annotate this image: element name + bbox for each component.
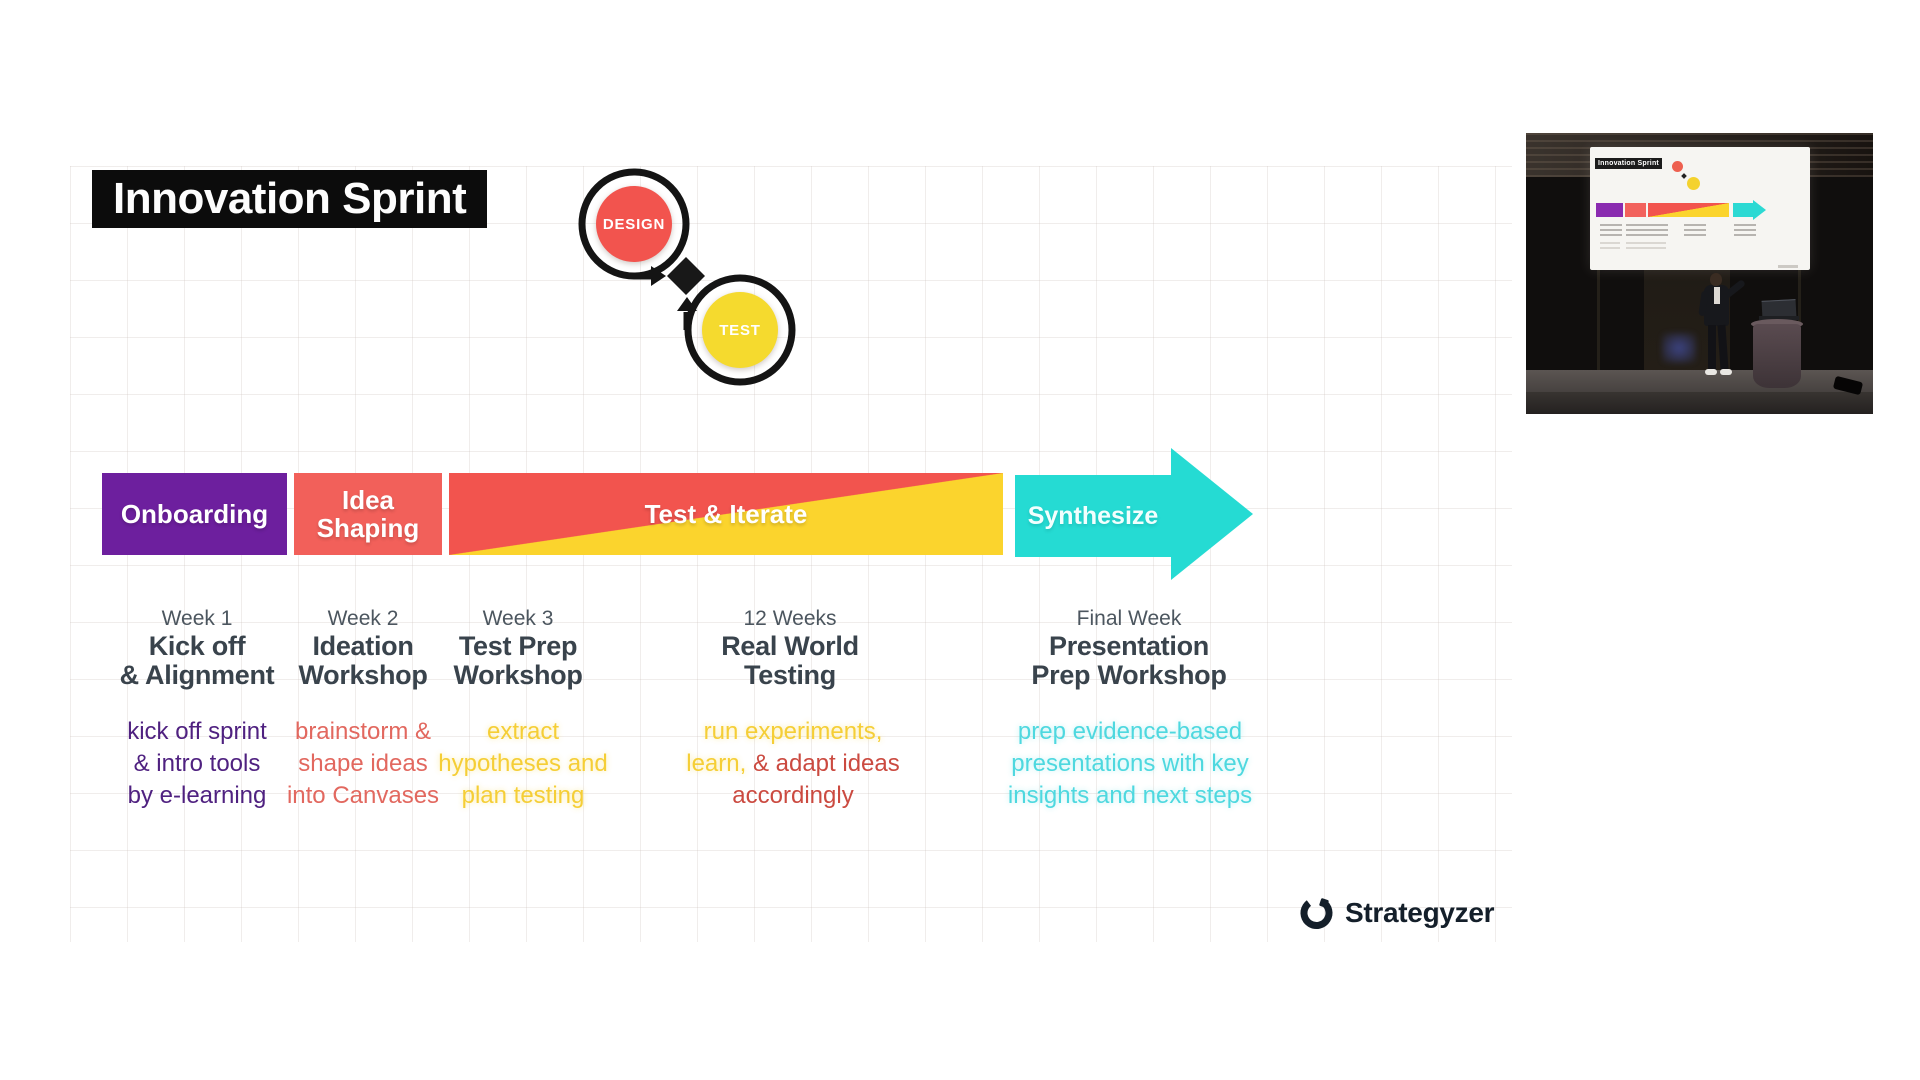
page-title: Innovation Sprint [92, 170, 488, 228]
screen-stand-left [1597, 270, 1600, 371]
desc-line-part: learn, [686, 750, 747, 777]
mini-design-circle [1672, 161, 1683, 172]
phase-desc-idea-shaping: brainstorm & shape ideas into Canvases [193, 716, 533, 812]
idea-shaping-line2: Shaping [316, 513, 420, 543]
speaker-video-inset[interactable]: Innovation Sprint [1526, 133, 1873, 414]
podium [1753, 324, 1801, 388]
mini-test-circle [1687, 177, 1700, 190]
phase-name-line1: Test Prep [458, 631, 578, 661]
desc-line: prep evidence-based [1017, 718, 1243, 745]
strategyzer-logo: Strategyzer [1298, 894, 1495, 931]
phase-name-line2: Workshop [298, 660, 428, 690]
speaker-shirt [1714, 287, 1720, 304]
mini-text-block [1600, 242, 1620, 250]
desc-line: kick off sprint [127, 718, 267, 745]
synthesize-arrow-body: Synthesize [1015, 475, 1171, 557]
mini-synthesize-arrowhead [1753, 200, 1766, 220]
desc-line: plan testing [461, 782, 585, 809]
desc-line-part: & adapt ideas [746, 750, 900, 777]
desc-line: by e-learning [127, 782, 267, 809]
speaker-shoe [1720, 369, 1732, 375]
test-iterate-label: Test & Iterate [644, 499, 808, 529]
loop-diamond [667, 257, 705, 295]
mini-text-block [1626, 224, 1648, 237]
strategyzer-logo-icon [1300, 897, 1333, 929]
desc-line: & intro tools [133, 750, 261, 777]
speaker-shoe [1705, 369, 1717, 375]
mini-timeline-test-iterate [1648, 203, 1729, 217]
mini-text-block [1646, 242, 1666, 250]
synthesize-arrowhead [1171, 448, 1253, 580]
speaker-head [1710, 273, 1722, 286]
idea-shaping-label: Idea Shaping [317, 486, 420, 542]
stage-light-glow [1662, 333, 1696, 363]
phase-header-final-week: Final Week Presentation Prep Workshop [969, 606, 1289, 690]
mini-text-block [1646, 224, 1668, 237]
desc-line: presentations with key [1011, 750, 1249, 777]
desc-line: hypotheses and [438, 750, 608, 777]
strategyzer-logo-text: Strategyzer [1345, 896, 1495, 928]
phase-name-line2: Testing [744, 660, 836, 690]
phase-desc-synthesize: prep evidence-based presentations with k… [960, 716, 1300, 812]
phase-name-line1: Kick off [148, 631, 246, 661]
desc-line: into Canvases [286, 782, 440, 809]
idea-shaping-line1: Idea [341, 485, 395, 515]
desc-line: shape ideas [298, 750, 428, 777]
design-circle: DESIGN [596, 186, 672, 262]
mini-text-block [1684, 224, 1706, 237]
phase-desc-test-prep: extract hypotheses and plan testing [353, 716, 693, 812]
timeline-segment-synthesize: Synthesize [1015, 448, 1253, 580]
design-label: DESIGN [602, 215, 666, 233]
phase-duration: Week 3 [482, 607, 554, 630]
timeline-segment-test-iterate: Test & Iterate [449, 473, 1003, 555]
phase-name-line1: Real World [721, 631, 859, 661]
phase-name-line1: Ideation [312, 631, 414, 661]
phase-name-line1: Presentation [1049, 631, 1209, 661]
desc-line: brainstorm & [294, 718, 432, 745]
phase-header-week1: Week 1 Kick off & Alignment [37, 606, 357, 690]
phase-header-12weeks: 12 Weeks Real World Testing [630, 606, 950, 690]
phase-desc-onboarding: kick off sprint & intro tools by e-learn… [27, 716, 367, 812]
speaker-leg [1708, 325, 1716, 370]
desc-line: run experiments, [703, 718, 883, 745]
mini-text-block [1734, 224, 1756, 237]
mini-timeline-onboarding [1596, 203, 1623, 217]
timeline-segment-onboarding: Onboarding [102, 473, 287, 555]
mini-text-block [1600, 224, 1622, 237]
phase-header-week3: Week 3 Test Prep Workshop [358, 606, 678, 690]
mini-slide-title: Innovation Sprint [1595, 158, 1662, 169]
phase-duration: Final Week [1076, 607, 1182, 630]
phase-duration: 12 Weeks [743, 607, 837, 630]
mini-text-block [1626, 242, 1646, 250]
design-test-loop-diagram [578, 168, 796, 386]
mini-brand-mark [1778, 265, 1798, 268]
phase-duration: Week 1 [161, 607, 233, 630]
projector-screen: Innovation Sprint [1590, 147, 1810, 270]
design-arrowhead [651, 266, 666, 286]
test-arrowhead [677, 297, 697, 311]
mini-timeline-idea-shaping [1625, 203, 1646, 217]
timeline-segment-idea-shaping: Idea Shaping [294, 473, 442, 555]
phase-name-line2: & Alignment [119, 660, 275, 690]
mini-loop-diamond [1681, 173, 1687, 179]
phase-header-week2: Week 2 Ideation Workshop [203, 606, 523, 690]
phase-name-line2: Workshop [453, 660, 583, 690]
synthesize-label: Synthesize [1027, 501, 1159, 530]
laptop-base [1759, 316, 1799, 320]
stage-platform-top [1526, 370, 1873, 392]
stage-platform-front [1526, 392, 1873, 414]
desc-line: accordingly [732, 782, 854, 809]
phase-duration: Week 2 [327, 607, 399, 630]
phase-desc-real-world-testing: run experiments, learn, & adapt ideas ac… [623, 716, 963, 812]
desc-line: insights and next steps [1007, 782, 1253, 809]
test-circle: TEST [702, 292, 778, 368]
phase-name-line2: Prep Workshop [1031, 660, 1227, 690]
mini-timeline-synthesize [1733, 203, 1753, 217]
onboarding-label: Onboarding [120, 499, 269, 529]
test-label: TEST [719, 321, 761, 339]
desc-line: extract [486, 718, 560, 745]
